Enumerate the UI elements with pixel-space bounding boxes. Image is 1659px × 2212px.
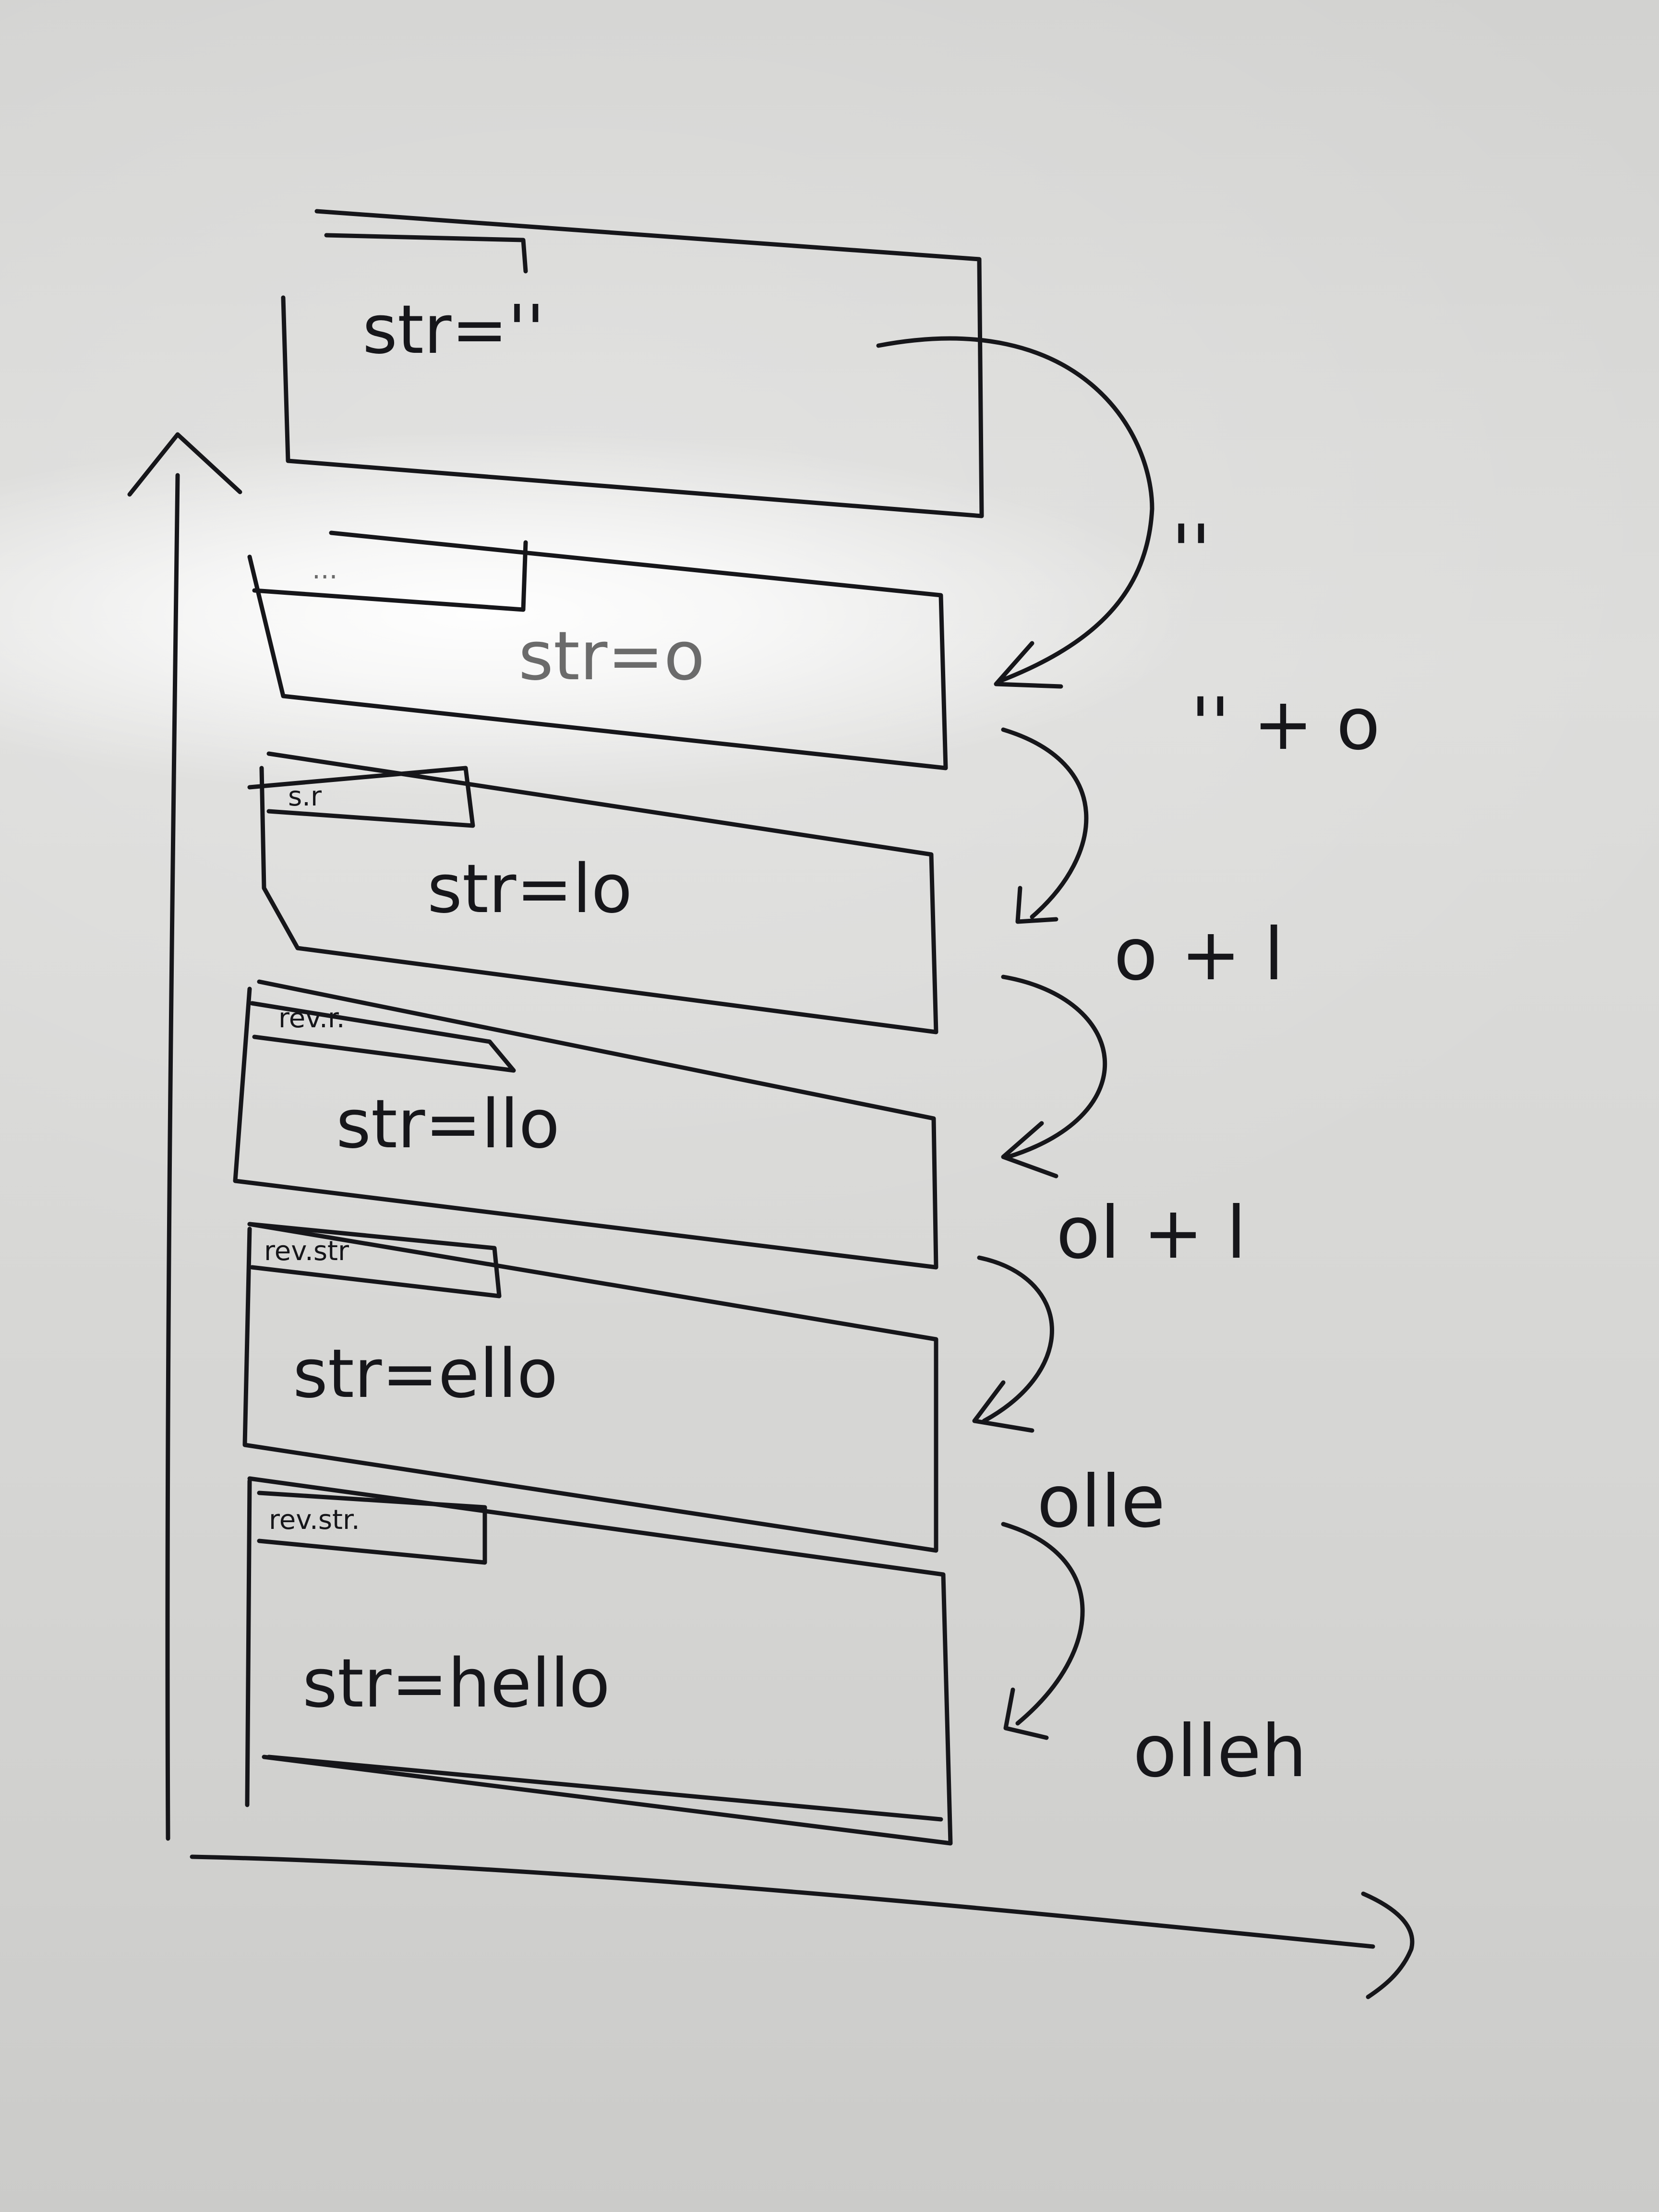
frame-4-box (233, 979, 938, 1270)
frame-1-box (281, 209, 984, 518)
return-value-4: ol + l (1056, 1191, 1246, 1275)
frame-2-content: str=o (518, 617, 705, 696)
frame-6-tab-label: rev.str. (269, 1504, 360, 1536)
return-arrow-3-head (1001, 1121, 1058, 1178)
return-arrow-5-head (1003, 1687, 1049, 1740)
horizontal-axis (190, 1854, 1415, 1999)
stack-frame-5: rev.str str=ello (242, 1222, 938, 1553)
frame-3-content: str=lo (427, 850, 632, 928)
frame-6-box (247, 1476, 953, 1846)
return-value-5: olle (1037, 1460, 1165, 1544)
return-arrow-5 (1001, 1522, 1085, 1726)
vertical-axis-arrowhead (127, 432, 242, 497)
return-arrow-2 (1001, 727, 1089, 919)
frame-6-left-edge (245, 1479, 252, 1807)
frame-5-box (242, 1222, 938, 1553)
return-arrow-3 (1001, 974, 1107, 1159)
frame-1-tab (324, 233, 528, 274)
stack-frame-3: s.r str=lo (247, 751, 938, 1034)
frame-5-tab-label: rev.str (264, 1236, 349, 1267)
horizontal-axis-arrowhead (1361, 1891, 1415, 1999)
frame-4-content: str=llo (336, 1085, 560, 1164)
horizontal-axis-line (190, 1854, 1375, 1949)
return-arrow-1-head (994, 641, 1063, 689)
stack-frame-2: ... str=o (247, 530, 948, 770)
frame-6-content: str=hello (302, 1645, 610, 1723)
stack-frame-1: str='' (281, 209, 984, 518)
return-value-3: o + l (1114, 913, 1284, 997)
stack-frame-6: rev.str. str=hello (245, 1476, 953, 1846)
return-value-6: olleh (1133, 1710, 1307, 1793)
stack-frame-4: rev.r. str=llo (233, 979, 938, 1270)
frame-3-tab (247, 766, 475, 828)
vertical-axis (127, 432, 242, 1841)
return-value-1: '' (1171, 510, 1211, 593)
frame-1-content: str='' (362, 291, 545, 369)
frame-4-tab-label: rev.r. (278, 1003, 345, 1034)
frame-2-box (247, 530, 948, 770)
frame-4-tab (250, 1001, 516, 1073)
return-arrow-4 (977, 1255, 1054, 1423)
return-arrows (876, 336, 1154, 1740)
vertical-axis-line (165, 473, 180, 1841)
return-values: '' '' + o o + l ol + l olle olleh (1037, 510, 1380, 1793)
frame-5-tab (247, 1222, 502, 1298)
return-arrow-2-head (1015, 886, 1058, 924)
frame-2-tab (252, 540, 528, 612)
frame-5-content: str=ello (293, 1335, 558, 1413)
frame-2-tab-label: ... (312, 554, 337, 585)
return-arrow-1 (876, 336, 1154, 684)
frame-3-box (259, 751, 938, 1034)
frame-3-tab-label: s.r (288, 781, 322, 812)
return-value-2: '' + o (1190, 683, 1380, 766)
frame-6-baseline (266, 1755, 943, 1822)
return-arrow-4-head (972, 1380, 1034, 1433)
frame-6-tab (257, 1491, 487, 1565)
